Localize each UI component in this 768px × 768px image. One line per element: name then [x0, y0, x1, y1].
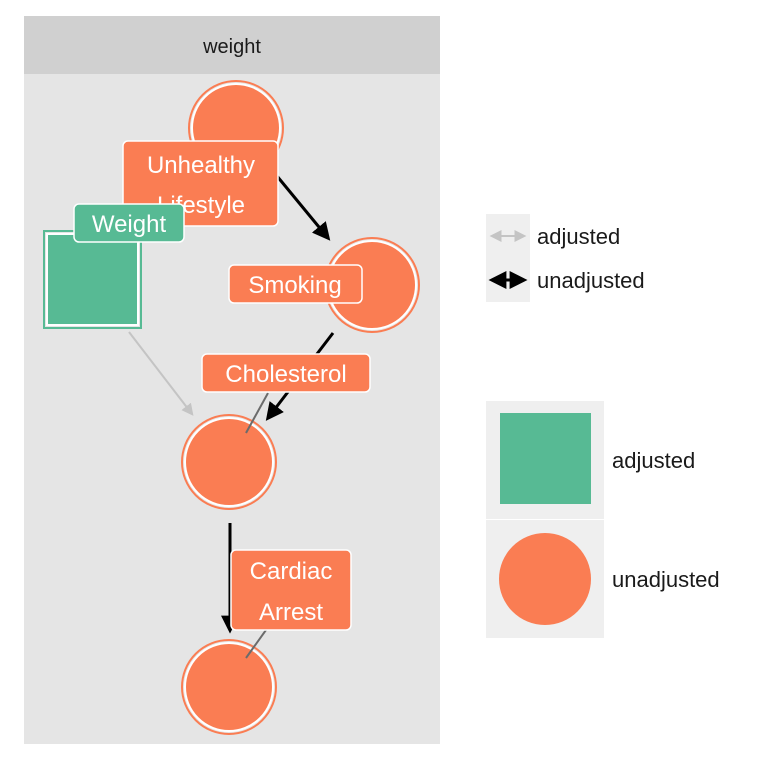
label-smoking-text: Smoking	[248, 272, 341, 299]
node-legend-square	[500, 413, 591, 504]
node-cholesterol-ring	[181, 414, 277, 510]
label-unhealthy-lifestyle-line1: Unhealthy	[147, 152, 255, 179]
edge-legend-adjusted-label: adjusted	[537, 224, 620, 249]
node-cardiac-arrest	[184, 642, 274, 732]
label-weight-text: Weight	[92, 211, 167, 238]
edge-legend: adjusted unadjusted	[486, 214, 645, 302]
label-smoking: Smoking	[228, 264, 363, 304]
leader-cholesterol	[245, 392, 269, 434]
leader-cardiac-arrest	[245, 629, 267, 659]
node-weight	[46, 233, 139, 326]
node-cholesterol	[184, 417, 274, 507]
label-weight: Weight	[73, 203, 185, 243]
strip-label: weight	[202, 36, 261, 58]
node-labels: Unhealthy Lifestyle Weight Smoking Chole…	[73, 140, 371, 631]
edge-weight-to-cholesterol	[128, 331, 194, 416]
node-cardiac-arrest-ring	[181, 639, 277, 735]
strip-background	[24, 16, 440, 74]
label-cardiac-arrest: Cardiac Arrest	[230, 549, 352, 631]
node-legend-circle	[499, 533, 591, 625]
node-legend-unadjusted-label: unadjusted	[612, 567, 720, 592]
edge-lifestyle-to-smoking	[270, 169, 331, 241]
label-cholesterol: Cholesterol	[201, 353, 371, 393]
label-cardiac-arrest-line2: Arrest	[259, 599, 323, 626]
edge-legend-unadjusted-label: unadjusted	[537, 268, 645, 293]
label-cholesterol-text: Cholesterol	[225, 361, 346, 388]
label-leaders	[245, 392, 269, 659]
node-legend: adjusted unadjusted	[486, 401, 720, 638]
node-legend-adjusted-label: adjusted	[612, 448, 695, 473]
label-cardiac-arrest-line1: Cardiac	[250, 558, 333, 585]
